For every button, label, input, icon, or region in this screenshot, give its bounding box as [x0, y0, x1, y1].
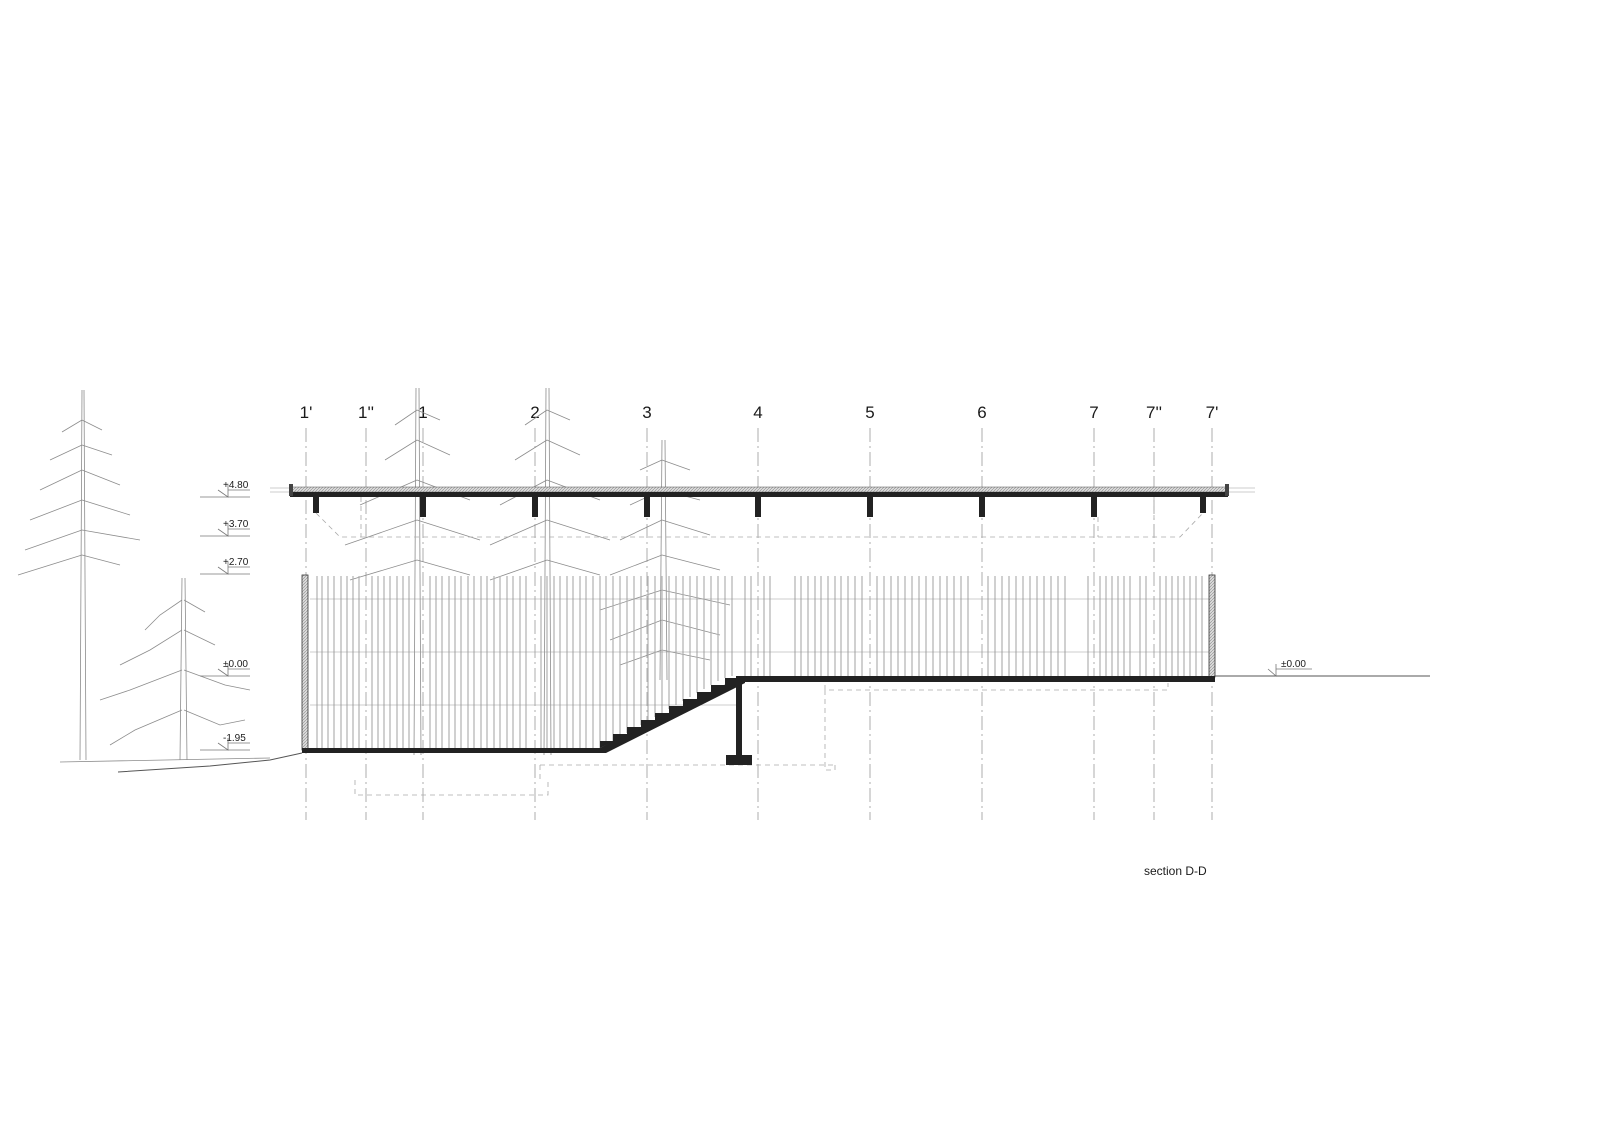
- grid-axis-label: 7': [1206, 403, 1219, 422]
- roof-beams: [313, 497, 1206, 517]
- column-footing: [726, 755, 752, 765]
- upper-floor-slab: [738, 676, 1215, 682]
- slat-screen: [316, 576, 1203, 750]
- slat-rails: [310, 598, 1210, 706]
- grid-axis-labels: 1' 1'' 1 2 3 4 5 6 7 7'' 7': [300, 403, 1219, 422]
- grid-axis-label: 1'': [358, 403, 374, 422]
- grid-axis-label: 5: [865, 403, 874, 422]
- grid-axis-label: 7'': [1146, 403, 1162, 422]
- level-markers: [200, 485, 1312, 751]
- roof: [270, 484, 1255, 497]
- grid-axis-label: 6: [977, 403, 986, 422]
- level-label: ±0.00: [223, 659, 248, 670]
- tree-drawings: [17, 387, 731, 763]
- level-labels: +4.80 +3.70 +2.70 ±0.00 -1.95 ±0.00: [223, 480, 1306, 744]
- level-label: -1.95: [223, 733, 246, 744]
- left-end-wall: [301, 574, 309, 751]
- grid-axis-label: 4: [753, 403, 762, 422]
- level-label: +4.80: [223, 480, 249, 491]
- grid-axis-label: 7: [1089, 403, 1098, 422]
- floor-structure: [302, 676, 1215, 765]
- ground-lines: [117, 675, 1430, 773]
- level-label: +2.70: [223, 557, 249, 568]
- grid-axis-label: 3: [642, 403, 651, 422]
- drawing-title: section D-D: [1144, 864, 1207, 878]
- right-end-wall: [1208, 574, 1216, 678]
- lower-floor-slab: [302, 748, 602, 753]
- stair-steps: [600, 678, 740, 748]
- hidden-lines: [315, 497, 1204, 796]
- grid-axis-label: 2: [530, 403, 539, 422]
- column: [736, 676, 742, 758]
- level-label: ±0.00: [1281, 659, 1306, 670]
- grid-axis-label: 1': [300, 403, 313, 422]
- level-label: +3.70: [223, 519, 249, 530]
